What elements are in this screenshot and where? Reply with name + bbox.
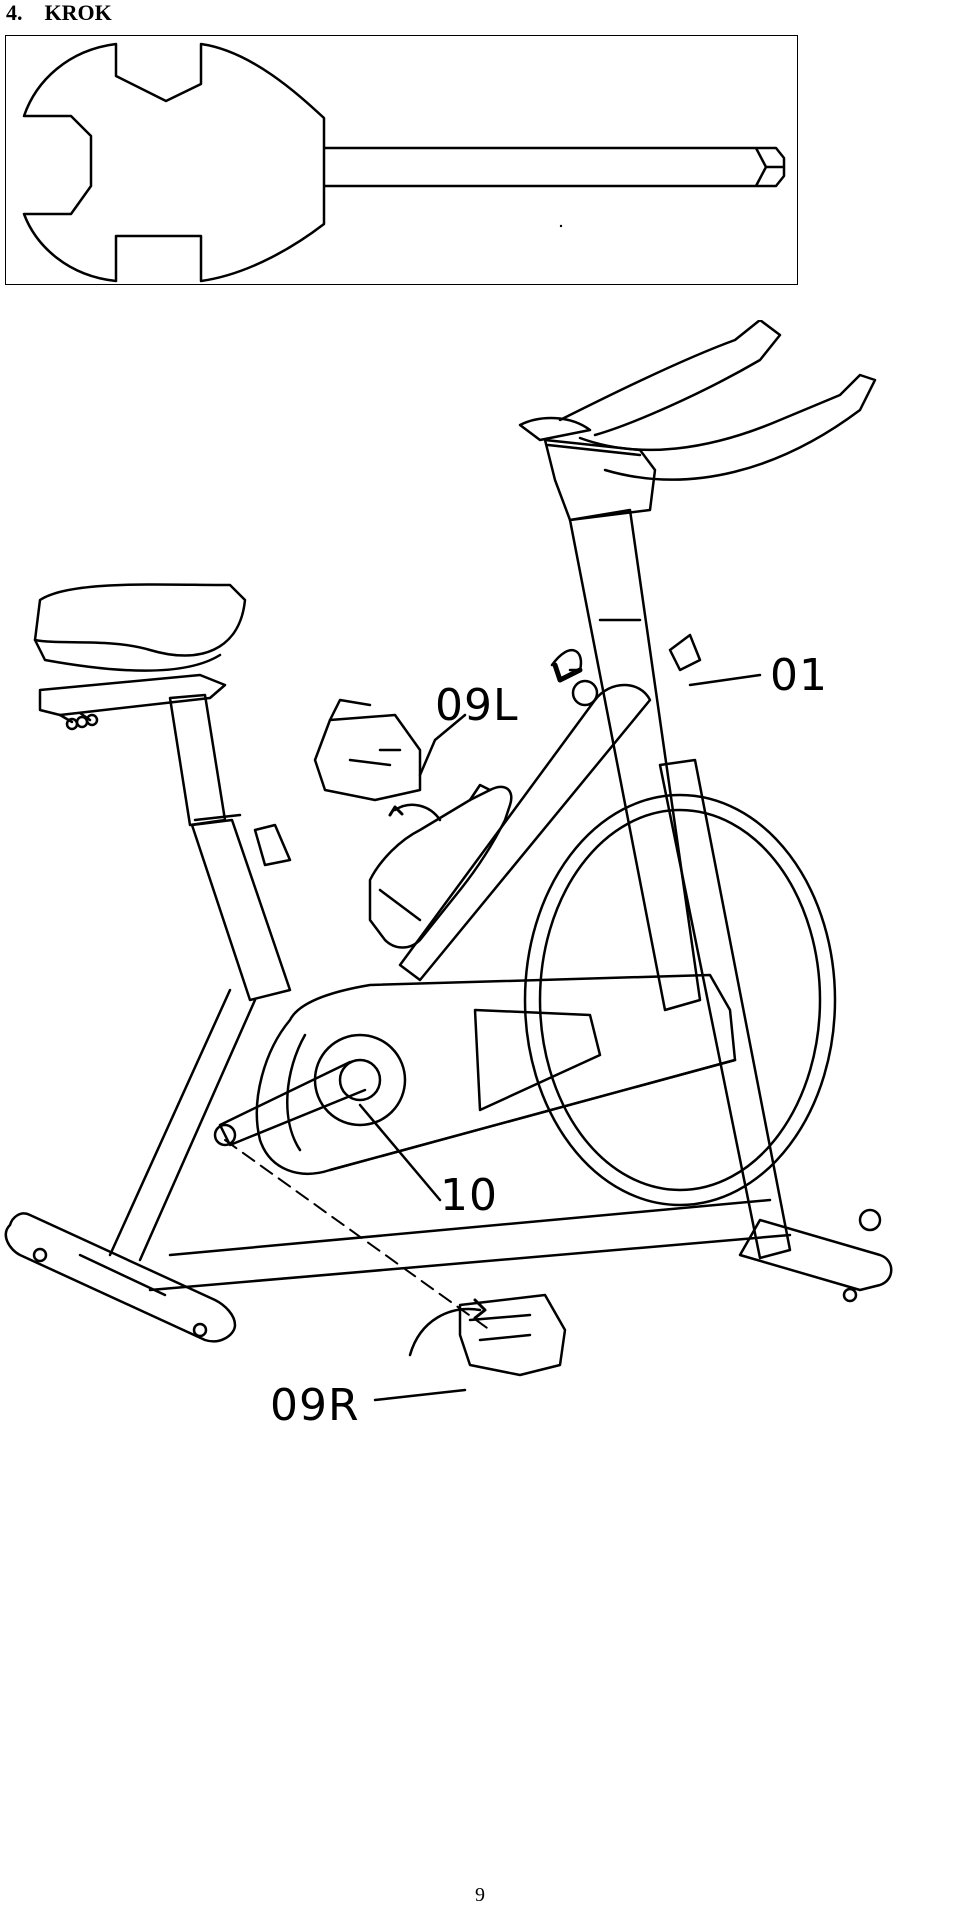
part-label-09l: 09L bbox=[435, 680, 519, 731]
page-number: 9 bbox=[475, 1884, 485, 1906]
part-label-09r: 09R bbox=[270, 1380, 360, 1430]
step-heading: 4. KROK bbox=[6, 0, 112, 26]
part-label-10: 10 bbox=[440, 1170, 498, 1221]
multi-tool-icon bbox=[22, 42, 786, 283]
exercise-bike-diagram: 01 09L 10 09R bbox=[0, 318, 960, 1431]
bike-drawing: 01 09L 10 09R bbox=[4, 318, 893, 1431]
part-label-01: 01 bbox=[770, 650, 828, 701]
step-title: KROK bbox=[44, 0, 112, 25]
step-number: 4. bbox=[6, 0, 23, 25]
tool-illustration-box bbox=[5, 35, 798, 285]
